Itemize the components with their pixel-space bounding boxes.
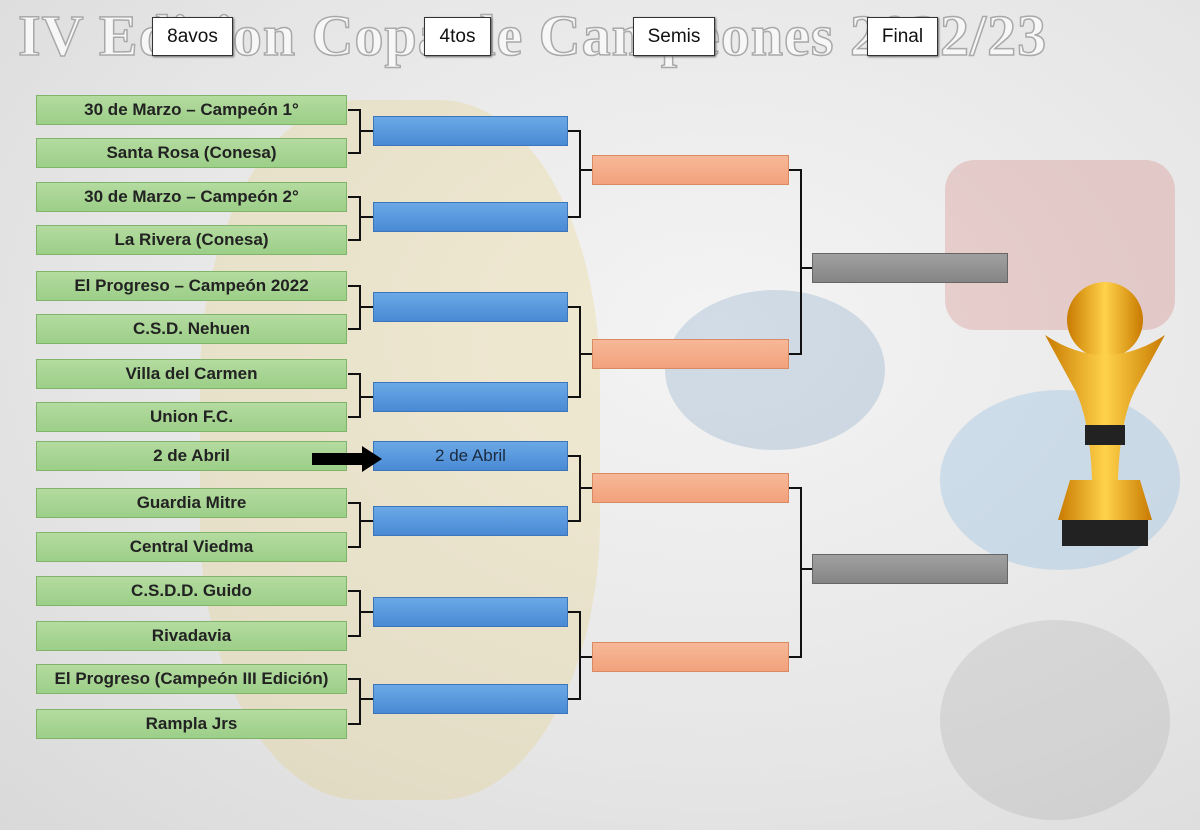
team-slot: 30 de Marzo – Campeón 1° bbox=[36, 95, 347, 125]
round-header-final: Final bbox=[867, 17, 938, 56]
bracket-connector bbox=[568, 306, 592, 398]
match-label: Central Viedma bbox=[129, 537, 254, 556]
round-header-semis: Semis bbox=[633, 17, 715, 56]
match-label: 2 de Abril bbox=[153, 446, 230, 465]
bracket-connector bbox=[348, 590, 373, 637]
team-slot: C.S.D.D. Guido bbox=[36, 576, 347, 606]
team-slot: Santa Rosa (Conesa) bbox=[36, 138, 347, 168]
match-label: El Progreso – Campeón 2022 bbox=[74, 276, 309, 295]
match-label: Rampla Jrs bbox=[145, 714, 238, 733]
match-label: C.S.D.D. Guido bbox=[131, 581, 252, 600]
match-label: 2 de Abril bbox=[435, 446, 506, 465]
quarterfinal-slot bbox=[373, 684, 568, 714]
background-logo bbox=[940, 620, 1170, 820]
semifinal-slot bbox=[592, 473, 789, 503]
match-label: Rivadavia bbox=[151, 626, 232, 645]
team-slot: La Rivera (Conesa) bbox=[36, 225, 347, 255]
semifinal-slot bbox=[592, 339, 789, 369]
quarterfinal-slot bbox=[373, 597, 568, 627]
team-slot: El Progreso – Campeón 2022 bbox=[36, 271, 347, 301]
match-label: El Progreso (Campeón III Edición) bbox=[54, 669, 329, 688]
bracket-connector bbox=[348, 678, 373, 725]
round-header-4tos: 4tos bbox=[424, 17, 491, 56]
semifinal-slot bbox=[592, 642, 789, 672]
match-label: Union F.C. bbox=[149, 407, 234, 426]
final-slot bbox=[812, 554, 1008, 584]
bracket-connector bbox=[348, 285, 373, 330]
team-slot: Rivadavia bbox=[36, 621, 347, 651]
quarterfinal-slot bbox=[373, 202, 568, 232]
arrow-icon bbox=[312, 446, 382, 472]
team-slot: Rampla Jrs bbox=[36, 709, 347, 739]
bracket-connector bbox=[568, 611, 592, 700]
final-slot bbox=[812, 253, 1008, 283]
team-slot: Villa del Carmen bbox=[36, 359, 347, 389]
bracket-connector bbox=[568, 455, 592, 522]
trophy-icon bbox=[1045, 282, 1165, 546]
team-slot: Central Viedma bbox=[36, 532, 347, 562]
match-label: Villa del Carmen bbox=[125, 364, 258, 383]
match-label: C.S.D. Nehuen bbox=[132, 319, 251, 338]
match-label: La Rivera (Conesa) bbox=[114, 230, 269, 249]
team-slot: Guardia Mitre bbox=[36, 488, 347, 518]
bracket-connector bbox=[348, 196, 373, 241]
quarterfinal-slot bbox=[373, 506, 568, 536]
round-header-8avos: 8avos bbox=[152, 17, 233, 56]
team-slot: C.S.D. Nehuen bbox=[36, 314, 347, 344]
match-label: 30 de Marzo – Campeón 1° bbox=[84, 100, 299, 119]
background-logo bbox=[665, 290, 885, 450]
bracket-connector bbox=[348, 373, 373, 418]
bracket-connector bbox=[348, 502, 373, 548]
quarterfinal-slot bbox=[373, 116, 568, 146]
bracket-connector bbox=[348, 109, 373, 154]
quarterfinal-slot bbox=[373, 382, 568, 412]
match-label: Santa Rosa (Conesa) bbox=[106, 143, 277, 162]
team-slot: El Progreso (Campeón III Edición) bbox=[36, 664, 347, 694]
quarterfinal-slot: 2 de Abril bbox=[373, 441, 568, 471]
team-slot: Union F.C. bbox=[36, 402, 347, 432]
bracket-connector bbox=[789, 169, 812, 355]
bracket-connector bbox=[568, 130, 592, 218]
bracket-connector bbox=[789, 487, 812, 658]
quarterfinal-slot bbox=[373, 292, 568, 322]
team-slot: 2 de Abril bbox=[36, 441, 347, 471]
semifinal-slot bbox=[592, 155, 789, 185]
match-label: Guardia Mitre bbox=[136, 493, 247, 512]
match-label: 30 de Marzo – Campeón 2° bbox=[84, 187, 299, 206]
team-slot: 30 de Marzo – Campeón 2° bbox=[36, 182, 347, 212]
